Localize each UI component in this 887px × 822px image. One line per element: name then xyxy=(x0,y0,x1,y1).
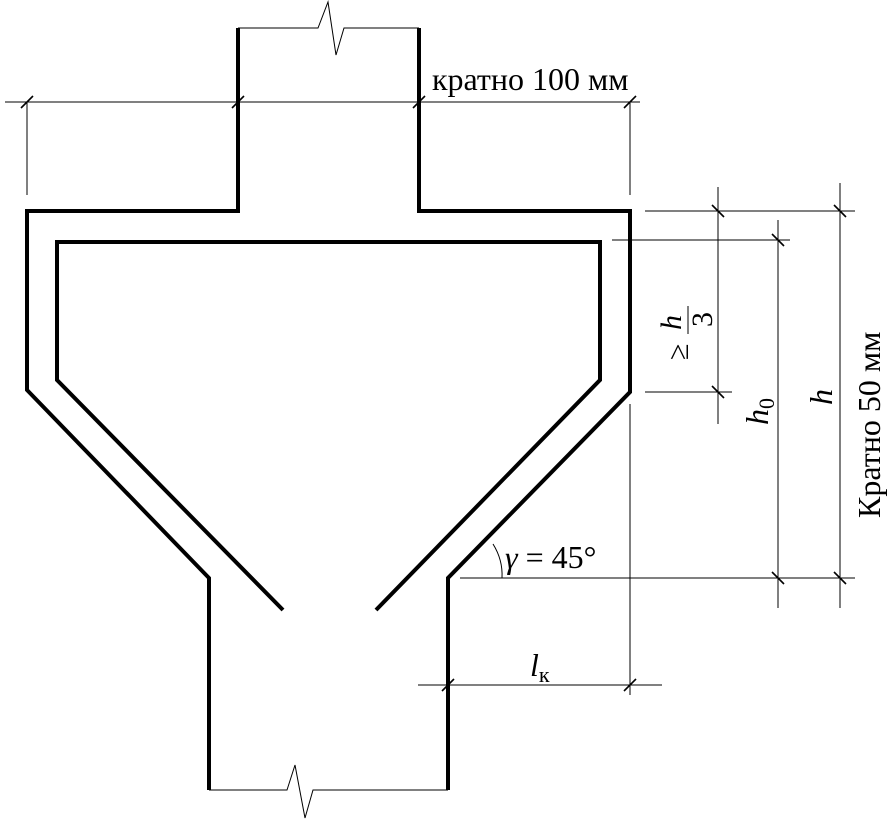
dim-h0-tick-bottom xyxy=(771,571,785,585)
dim-h3-tick-top xyxy=(711,204,725,218)
top-dim-tick-2 xyxy=(231,95,245,109)
top-dim-tick-3 xyxy=(412,95,426,109)
dim-lk-tick-left xyxy=(441,678,455,692)
reinforcement-left xyxy=(55,240,600,612)
outer-contour-left xyxy=(25,28,240,790)
h0-label: h0 xyxy=(739,398,779,425)
top-dim-tick-1 xyxy=(20,95,34,109)
dim-h3-tick-bottom xyxy=(711,385,725,399)
h-label: h xyxy=(803,389,839,405)
svg-text:Кратно 50 мм: Кратно 50 мм xyxy=(851,332,887,518)
reinforcement-right xyxy=(374,240,602,612)
dim-lk-tick-right xyxy=(623,678,637,692)
outer-contour-right xyxy=(417,28,632,790)
angle-label: γ = 45° xyxy=(505,539,596,575)
top-break-line xyxy=(238,0,419,56)
svg-text:3: 3 xyxy=(686,312,719,327)
top-dim-tick-4 xyxy=(623,95,637,109)
dim-h0-tick-top xyxy=(771,233,785,247)
right-dimension-label: Кратно 50 мм xyxy=(851,332,887,518)
h-over-3-label: ≥ h 3 xyxy=(655,306,719,360)
lk-label: lк xyxy=(530,647,550,687)
svg-text:≥: ≥ xyxy=(662,344,695,360)
svg-text:h: h xyxy=(803,389,839,405)
svg-text:h0: h0 xyxy=(739,398,779,425)
dim-h-tick-top xyxy=(833,204,847,218)
angle-arc xyxy=(492,543,503,579)
top-dimension-label: кратно 100 мм xyxy=(432,61,629,97)
svg-text:h: h xyxy=(655,315,688,330)
bottom-break-line xyxy=(209,764,448,819)
dim-h-tick-bottom xyxy=(833,571,847,585)
